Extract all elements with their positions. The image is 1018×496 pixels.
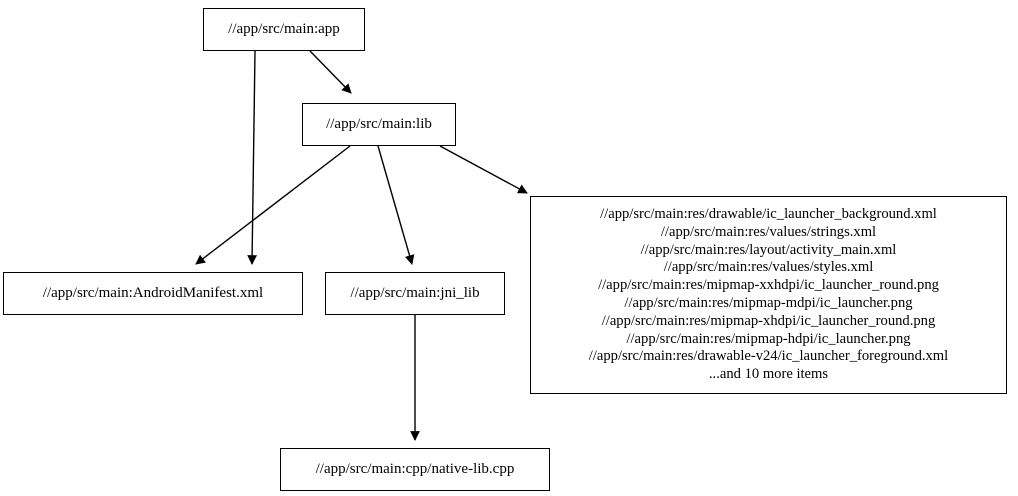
resource-line: //app/src/main:res/drawable/ic_launcher_…	[600, 206, 937, 223]
resource-line: //app/src/main:res/mipmap-xxhdpi/ic_laun…	[598, 277, 939, 294]
edge-lib-to-resources	[439, 145, 528, 194]
edge-lib-to-jni-lib	[377, 145, 415, 265]
resource-line-more-items: ...and 10 more items	[708, 366, 829, 383]
resource-line: //app/src/main:res/mipmap-hdpi/ic_launch…	[626, 330, 911, 347]
node-android-manifest[interactable]: //app/src/main:AndroidManifest.xml	[3, 272, 303, 315]
node-app-label: //app/src/main:app	[228, 21, 340, 37]
edge-app-to-manifest	[247, 50, 258, 265]
node-native-lib-cpp[interactable]: //app/src/main:cpp/native-lib.cpp	[280, 448, 550, 491]
resource-line: //app/src/main:res/values/strings.xml	[660, 223, 877, 240]
edge-lib-to-manifest	[195, 145, 351, 265]
node-lib[interactable]: //app/src/main:lib	[302, 103, 456, 146]
node-lib-label: //app/src/main:lib	[326, 116, 432, 132]
node-jni-lib-label: //app/src/main:jni_lib	[350, 285, 480, 301]
node-app[interactable]: //app/src/main:app	[203, 8, 365, 51]
node-jni-lib[interactable]: //app/src/main:jni_lib	[325, 272, 505, 315]
edge-app-to-lib	[309, 50, 352, 94]
resource-line: //app/src/main:res/layout/activity_main.…	[640, 241, 897, 258]
resource-line: //app/src/main:res/values/styles.xml	[663, 259, 874, 276]
resource-line: //app/src/main:res/mipmap-mdpi/ic_launch…	[624, 295, 913, 311]
node-native-lib-cpp-label: //app/src/main:cpp/native-lib.cpp	[315, 461, 515, 477]
node-resources[interactable]: //app/src/main:res/drawable/ic_launcher_…	[530, 196, 1007, 394]
resource-line: //app/src/main:res/mipmap-xhdpi/ic_launc…	[601, 312, 936, 329]
resource-line: //app/src/main:res/drawable-v24/ic_launc…	[588, 348, 949, 365]
node-android-manifest-label: //app/src/main:AndroidManifest.xml	[42, 285, 264, 301]
